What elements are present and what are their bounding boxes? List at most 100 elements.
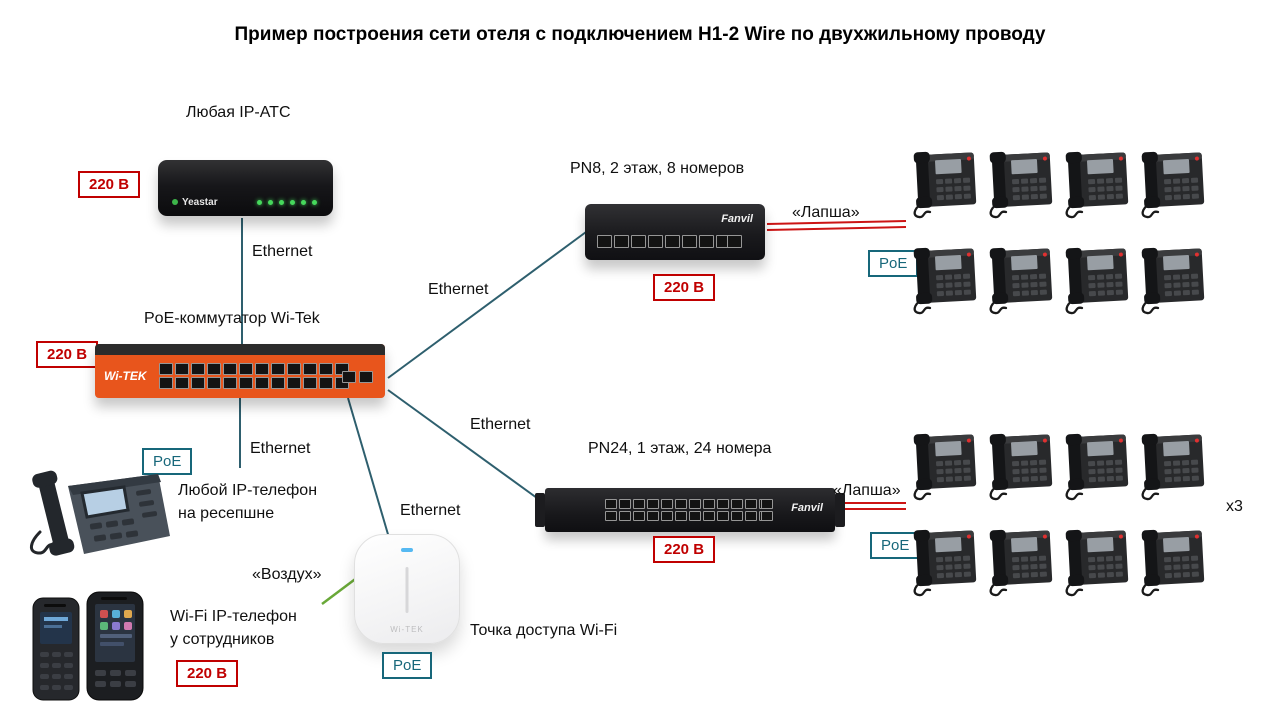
ethernet-port xyxy=(682,235,697,248)
core-switch-power-badge: 220 В xyxy=(36,341,99,368)
core-switch-sfp-ports xyxy=(342,371,373,383)
pbx-power-badge: 220 В xyxy=(78,171,141,198)
ip-phone-icon xyxy=(906,428,978,502)
ethernet-label-pn8-link: Ethernet xyxy=(428,281,489,298)
pn24-label: PN24, 1 этаж, 24 номера xyxy=(588,440,772,457)
rack-ear-right xyxy=(835,493,845,527)
ethernet-label-pn24-link: Ethernet xyxy=(470,416,531,433)
ethernet-port xyxy=(191,363,205,375)
ethernet-port xyxy=(661,499,673,509)
ip-phone-icon xyxy=(906,524,978,598)
ethernet-port xyxy=(191,377,205,389)
ethernet-port xyxy=(731,499,743,509)
ethernet-port xyxy=(271,377,285,389)
pn24-power-badge: 220 В xyxy=(653,536,716,563)
ethernet-port xyxy=(619,511,631,521)
ethernet-port xyxy=(761,511,773,521)
core-switch-label: PoE-коммутатор Wi-Tek xyxy=(144,310,320,327)
ip-phone-icon xyxy=(982,428,1054,502)
diagram-title: Пример построения сети отеля с подключен… xyxy=(234,24,1046,45)
pn24-ports xyxy=(605,499,771,521)
status-led xyxy=(257,200,262,205)
ip-phone-icon xyxy=(906,242,978,316)
reception-phone-label-line1: Любой IP-телефон xyxy=(178,482,318,499)
pn8-poe-badge: PoE xyxy=(868,250,919,277)
ethernet-port xyxy=(239,363,253,375)
status-led xyxy=(301,200,306,205)
ethernet-port xyxy=(255,363,269,375)
reception-poe-badge: PoE xyxy=(142,448,193,475)
ethernet-port xyxy=(287,363,301,375)
ethernet-port xyxy=(703,511,715,521)
status-led xyxy=(268,200,273,205)
ethernet-port xyxy=(631,235,646,248)
ip-phone-icon xyxy=(1058,146,1130,220)
ap-brand-logo: Wi-TEK xyxy=(390,625,424,634)
ethernet-port xyxy=(619,499,631,509)
ethernet-port xyxy=(648,235,663,248)
ethernet-port xyxy=(717,511,729,521)
status-led xyxy=(290,200,295,205)
ethernet-label-reception-link: Ethernet xyxy=(250,440,311,457)
ethernet-port xyxy=(303,363,317,375)
ethernet-port xyxy=(605,499,617,509)
ethernet-port xyxy=(223,363,237,375)
ethernet-port xyxy=(689,511,701,521)
phone-group-floor1 xyxy=(906,428,1210,598)
pn8-switch-device: Fanvil xyxy=(585,204,765,260)
ethernet-port xyxy=(287,377,301,389)
status-led xyxy=(279,200,284,205)
ip-pbx-device: Yeastar xyxy=(158,160,333,216)
core-switch-brand-logo: Wi-TEK xyxy=(104,369,147,383)
wifi-handsets-icon xyxy=(25,582,160,704)
ethernet-port xyxy=(605,511,617,521)
ethernet-label-ap-link: Ethernet xyxy=(400,502,461,519)
pn24-uplink-ports xyxy=(761,499,773,521)
ethernet-port xyxy=(745,499,757,509)
ethernet-port xyxy=(745,511,757,521)
ethernet-port xyxy=(703,499,715,509)
ethernet-port xyxy=(359,371,373,383)
ethernet-port xyxy=(675,499,687,509)
ethernet-port xyxy=(647,499,659,509)
ethernet-port xyxy=(319,377,333,389)
ethernet-label-pbx: Ethernet xyxy=(252,243,313,260)
ip-phone-icon xyxy=(1134,242,1206,316)
ethernet-port xyxy=(675,511,687,521)
pn24-brand-logo: Fanvil xyxy=(791,502,823,514)
ip-phone-icon xyxy=(1058,524,1130,598)
rack-ear-left xyxy=(535,493,545,527)
phone-group-floor2 xyxy=(906,146,1210,316)
ip-phone-icon xyxy=(1134,428,1206,502)
ip-phone-icon xyxy=(906,146,978,220)
vozduh-label: «Воздух» xyxy=(252,566,322,583)
ethernet-port xyxy=(175,363,189,375)
ip-phone-icon xyxy=(1134,524,1206,598)
ip-phone-icon xyxy=(1134,146,1206,220)
ap-status-led xyxy=(401,548,413,552)
wire-lapsha-top-2 xyxy=(766,226,907,231)
pn8-power-badge: 220 В xyxy=(653,274,716,301)
pbx-label: Любая IP-АТС xyxy=(186,104,291,121)
wifi-phone-label-line1: Wi-Fi IP-телефон xyxy=(170,608,297,625)
status-led xyxy=(312,200,317,205)
ethernet-port xyxy=(689,499,701,509)
multiplier-label: x3 xyxy=(1226,498,1243,515)
wifi-phone-label-line2: у сотрудников xyxy=(170,631,275,648)
ip-phone-icon xyxy=(982,242,1054,316)
ethernet-port xyxy=(303,377,317,389)
pn8-brand-logo: Fanvil xyxy=(721,213,753,225)
ethernet-port xyxy=(207,363,221,375)
ethernet-port xyxy=(175,377,189,389)
ethernet-port xyxy=(614,235,629,248)
ethernet-port xyxy=(239,377,253,389)
ap-label: Точка доступа Wi-Fi xyxy=(470,622,618,639)
ip-phone-icon xyxy=(1058,428,1130,502)
wire-switch-to-pn24 xyxy=(387,389,549,507)
ethernet-port xyxy=(699,235,714,248)
ip-phone-icon xyxy=(982,146,1054,220)
access-point-device: Wi-TEK xyxy=(354,534,460,644)
ethernet-port xyxy=(271,363,285,375)
ethernet-port xyxy=(319,363,333,375)
lapsha-label-bottom: «Лапша» xyxy=(833,482,901,499)
